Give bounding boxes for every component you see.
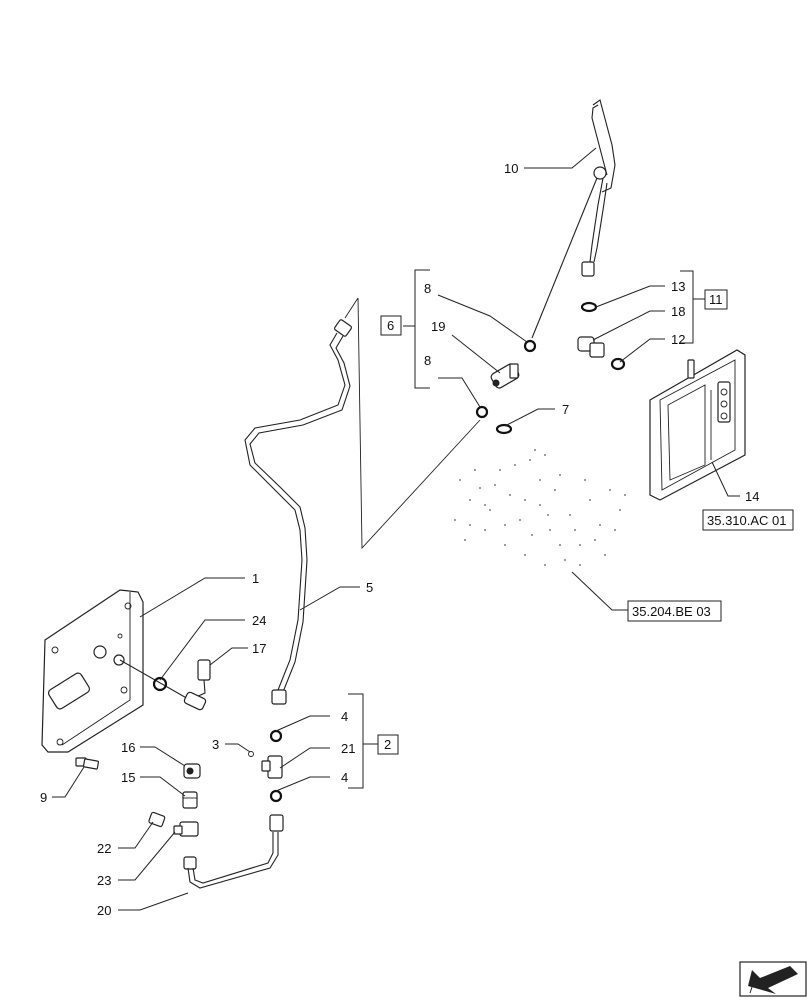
boxed-callout-11: 11 (704, 289, 728, 310)
callout-9: 9 (40, 790, 47, 805)
callout-labels: 1 24 17 5 3 4 21 4 16 15 9 22 23 20 10 1… (40, 161, 759, 918)
fitting-23 (173, 821, 199, 837)
ring-4-lower (269, 789, 283, 803)
tee-fitting-21 (261, 755, 283, 779)
svg-text:11: 11 (709, 292, 723, 307)
elbow-18 (577, 336, 605, 358)
ring-7 (495, 423, 513, 435)
callout-1: 1 (252, 571, 259, 586)
callout-10: 10 (504, 161, 518, 176)
bolt-9 (75, 757, 100, 770)
fitting-15 (182, 791, 198, 809)
cover-14 (649, 349, 746, 501)
reference-35-204-be-03[interactable]: 35.204.BE 03 (627, 600, 722, 622)
callout-4b: 4 (341, 770, 348, 785)
reference-35-310-ac-01[interactable]: 35.310.AC 01 (702, 509, 794, 531)
pipe-10 (531, 99, 616, 339)
svg-text:35.310.AC 01: 35.310.AC 01 (707, 513, 787, 528)
housing-stipple (454, 449, 626, 566)
ring-8-upper (523, 339, 537, 353)
ring-3 (248, 751, 254, 757)
callout-12: 12 (671, 332, 685, 347)
pipe-20 (183, 814, 284, 889)
fitting-16 (183, 763, 201, 779)
callout-19: 19 (431, 319, 445, 334)
callout-15: 15 (121, 770, 135, 785)
callout-17: 17 (252, 641, 266, 656)
callout-14: 14 (745, 489, 759, 504)
seal-ring-24 (152, 676, 168, 692)
ring-12 (610, 357, 626, 371)
callout-4a: 4 (341, 709, 348, 724)
callout-18: 18 (671, 304, 685, 319)
callout-3: 3 (212, 737, 219, 752)
ring-4-upper (269, 729, 283, 743)
boxed-callout-2: 2 (377, 734, 399, 755)
callout-13: 13 (671, 279, 685, 294)
leader-lines (52, 147, 740, 911)
svg-text:6: 6 (387, 318, 394, 333)
guide-line (357, 297, 481, 550)
callout-8b: 8 (424, 353, 431, 368)
callout-8a: 8 (424, 281, 431, 296)
cover-plate-1 (41, 589, 144, 753)
callout-22: 22 (97, 841, 111, 856)
boxed-callout-6: 6 (380, 315, 402, 336)
pipe-5 (244, 319, 352, 705)
callout-20: 20 (97, 903, 111, 918)
ring-13 (580, 301, 598, 313)
callout-24: 24 (252, 613, 266, 628)
callout-21: 21 (341, 741, 355, 756)
arrow-nav-icon[interactable] (739, 961, 807, 997)
callout-5: 5 (366, 580, 373, 595)
guide-line-left (344, 297, 359, 319)
callout-16: 16 (121, 740, 135, 755)
fitting-19 (490, 363, 520, 389)
svg-text:2: 2 (384, 737, 391, 752)
svg-text:35.204.BE 03: 35.204.BE 03 (632, 604, 711, 619)
callout-23: 23 (97, 873, 111, 888)
callout-7: 7 (562, 402, 569, 417)
ring-8-lower (475, 405, 489, 419)
